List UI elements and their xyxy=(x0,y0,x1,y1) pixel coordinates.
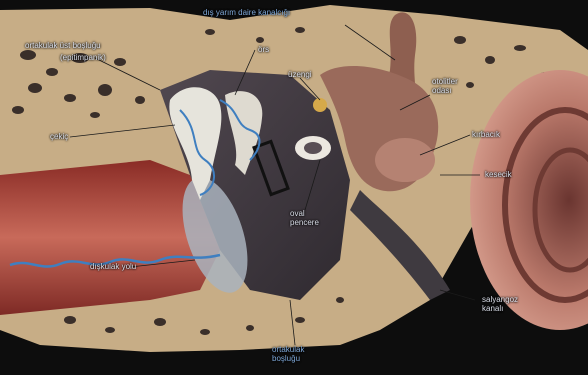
label-outer-semicircular-canal: dış yarım daire kanalcığı xyxy=(203,8,290,17)
label-epitympanic-recess: ortakulak üst boşluğu xyxy=(25,41,101,50)
label-utricle: kırbacık xyxy=(472,130,500,139)
label-incus: örs xyxy=(258,45,269,54)
label-malleus: çekiç xyxy=(50,132,68,141)
label-stapes: üzengi xyxy=(288,70,312,79)
label-middle-ear-cavity: ortakulak boşluğu xyxy=(272,345,304,363)
stapes-head xyxy=(313,98,327,112)
label-cochlear-duct: salyangoz kanalı xyxy=(482,295,518,313)
saccule xyxy=(375,138,435,182)
label-otolith-chamber: otolitler odası xyxy=(432,77,458,95)
label-epitympanic: (epitimpanik) xyxy=(60,53,106,62)
label-oval-window: oval pencere xyxy=(290,209,319,227)
label-saccule: kesecik xyxy=(485,170,512,179)
label-ear-canal: dışkulak yolu xyxy=(90,262,136,271)
